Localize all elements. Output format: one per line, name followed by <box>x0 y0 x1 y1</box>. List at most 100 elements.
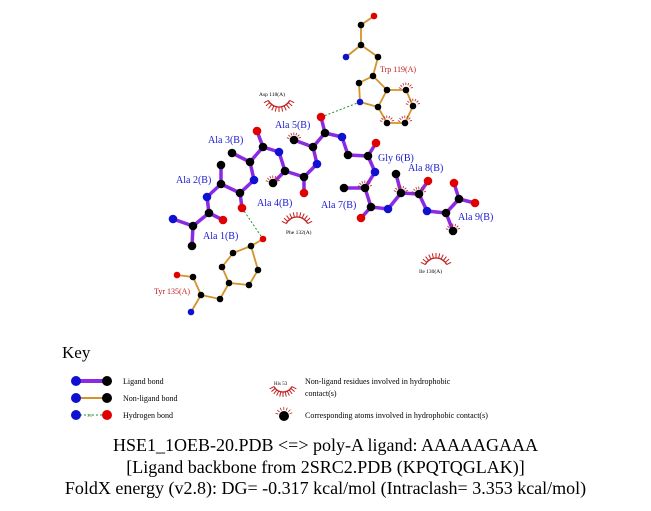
atom-oxygen <box>356 213 366 223</box>
key-nonligand-bond-label: Non-ligand bond <box>123 394 177 403</box>
hydrophobic-contact-spoke <box>417 102 421 105</box>
hydrophobic-contact-spoke <box>298 136 302 139</box>
hydrophobic-contact-spoke <box>457 227 461 230</box>
atom-carbon <box>197 291 205 299</box>
key-corresponding-label: Corresponding atoms involved in hydropho… <box>305 411 488 420</box>
atom-carbon <box>401 119 409 127</box>
hydrophobic-contact-spoke <box>407 100 410 103</box>
hydrophobic-contact-spoke <box>409 99 412 102</box>
hydrophobic-contact-spoke <box>399 117 402 120</box>
atom-oxygen <box>470 198 480 208</box>
hydrophobic-contact-spoke <box>415 187 418 190</box>
hydrophobic-contact-spoke <box>393 190 397 192</box>
atom-carbon <box>360 183 370 193</box>
key-hydrophobic-arc-spoke <box>273 389 278 395</box>
atom-nitrogen <box>312 159 322 169</box>
atom-carbon <box>383 86 391 94</box>
atom-nitrogen <box>274 147 284 157</box>
key-contact-spoke <box>289 412 293 415</box>
atom-carbon <box>227 148 237 158</box>
key-title: Key <box>62 343 91 362</box>
label-ala5: Ala 5(B) <box>275 120 310 131</box>
atom-carbon <box>366 202 376 212</box>
atom-carbon <box>383 119 391 127</box>
hydrophobic-contact-spoke <box>357 185 361 187</box>
hydrophobic-contact-spoke <box>422 188 425 191</box>
hydrophobic-contact-spoke <box>397 120 401 122</box>
non-ligand-bond <box>360 44 379 58</box>
label-gly6: Gly 6(B) <box>378 153 414 164</box>
atom-carbon <box>280 166 290 176</box>
atom-oxygen <box>299 188 309 198</box>
hydrophobic-contact-spoke <box>286 137 290 139</box>
key-hydrophobic-residue: His 53 Non-ligand residues involved in h… <box>269 377 451 398</box>
atom-oxygen <box>423 176 433 186</box>
key-contact-atom <box>279 411 289 421</box>
hydrophobic-arc-phe132-spoke <box>305 217 311 222</box>
atom-carbon <box>204 208 214 218</box>
hydrophobic-contact-spoke <box>369 184 373 187</box>
hydrophobic-arc-ile130-spoke <box>420 261 426 265</box>
hydrophobic-contact-spoke <box>401 116 404 119</box>
atom-carbon <box>218 263 226 271</box>
atom-carbon <box>363 151 373 161</box>
atom-oxygen <box>252 126 262 136</box>
hydrophobic-arc-asp118-spoke <box>287 102 293 107</box>
key-hydrophobic-arc-spoke <box>290 387 295 392</box>
hydrophobic-contact-spoke <box>411 191 415 193</box>
atom-carbon <box>308 142 318 152</box>
atom-carbon <box>441 208 451 218</box>
atom-carbon <box>374 103 382 111</box>
key-hydrophobic-arc-spoke <box>276 390 280 396</box>
key-contact-spoke <box>275 412 279 415</box>
atom-nitrogen <box>168 214 178 224</box>
key-hydrophobic-arc-spoke <box>286 390 290 396</box>
hydrophobic-contact-spoke <box>397 186 400 189</box>
atom-carbon <box>320 128 330 138</box>
hydrophobic-arc-ile130-spoke <box>431 253 434 259</box>
hydrophobic-contact-spoke <box>402 83 405 86</box>
key-nonligand-residues-label-2: contact(s) <box>305 389 337 398</box>
atom-carbon <box>343 150 353 160</box>
hydrophobic-contact-spoke <box>398 87 402 89</box>
label-ala8: Ala 8(B) <box>408 163 443 174</box>
hydrophobic-arc-asp118-spoke <box>263 100 269 104</box>
atom-carbon <box>299 172 309 182</box>
atom-carbon <box>369 72 377 80</box>
key-hydrogen-bond: 3.0 Hydrogen bond <box>71 410 173 420</box>
label-phe132: Phe 132(A) <box>286 229 312 236</box>
hydrophobic-contact-spoke <box>404 187 407 190</box>
hydrophobic-arc-asp118 <box>267 100 291 108</box>
atom-nitrogen <box>383 204 393 214</box>
hydrophobic-contact-spoke <box>402 185 405 189</box>
caption-line-1: HSE1_1OEB-20.PDB <=> poly-A ligand: AAAA… <box>113 435 538 455</box>
atom-carbon <box>245 157 255 167</box>
atom-carbon <box>355 79 363 87</box>
hydrophobic-arc-ile130-spoke <box>444 258 450 263</box>
hydrophobic-arc-phe132-spoke <box>307 220 313 224</box>
label-ile130: Ile 130(A) <box>419 268 442 275</box>
hydrophobic-contact-spoke <box>379 120 383 122</box>
label-asp118: Asp 118(A) <box>259 91 285 98</box>
hydrophobic-contact-spoke <box>288 134 291 137</box>
labels: Ala 1(B) Ala 2(B) Ala 3(B) Ala 4(B) Ala … <box>176 120 493 242</box>
label-ala7: Ala 7(B) <box>321 200 356 211</box>
hydrophobic-contact-spoke <box>383 116 386 119</box>
hydrophobic-arc-ile130-spoke <box>425 256 430 261</box>
hydrophobic-contact-spoke <box>359 182 362 185</box>
hydrophobic-arc-phe132-spoke <box>286 215 291 220</box>
hydrophobic-arc-ile130 <box>424 257 448 265</box>
atom-carbon <box>229 249 237 257</box>
hydrophobic-contact-spoke <box>390 117 393 120</box>
atom-carbon <box>448 226 458 236</box>
hydrophobic-arc-asp118-spoke <box>274 106 277 112</box>
key-hydrophobic-arc-spoke <box>288 389 293 395</box>
hydrophobic-arc-phe132-spoke <box>299 212 302 218</box>
atom-carbon <box>258 142 268 152</box>
hydrophobic-contact-spoke <box>361 181 364 184</box>
key-hydrophobic-arc-spoke <box>269 386 275 390</box>
label-tyr135: Tyr 135(A) <box>154 287 190 296</box>
hydrophobic-contact-spoke <box>400 84 403 87</box>
hydrophobic-contact-spoke <box>290 133 293 136</box>
